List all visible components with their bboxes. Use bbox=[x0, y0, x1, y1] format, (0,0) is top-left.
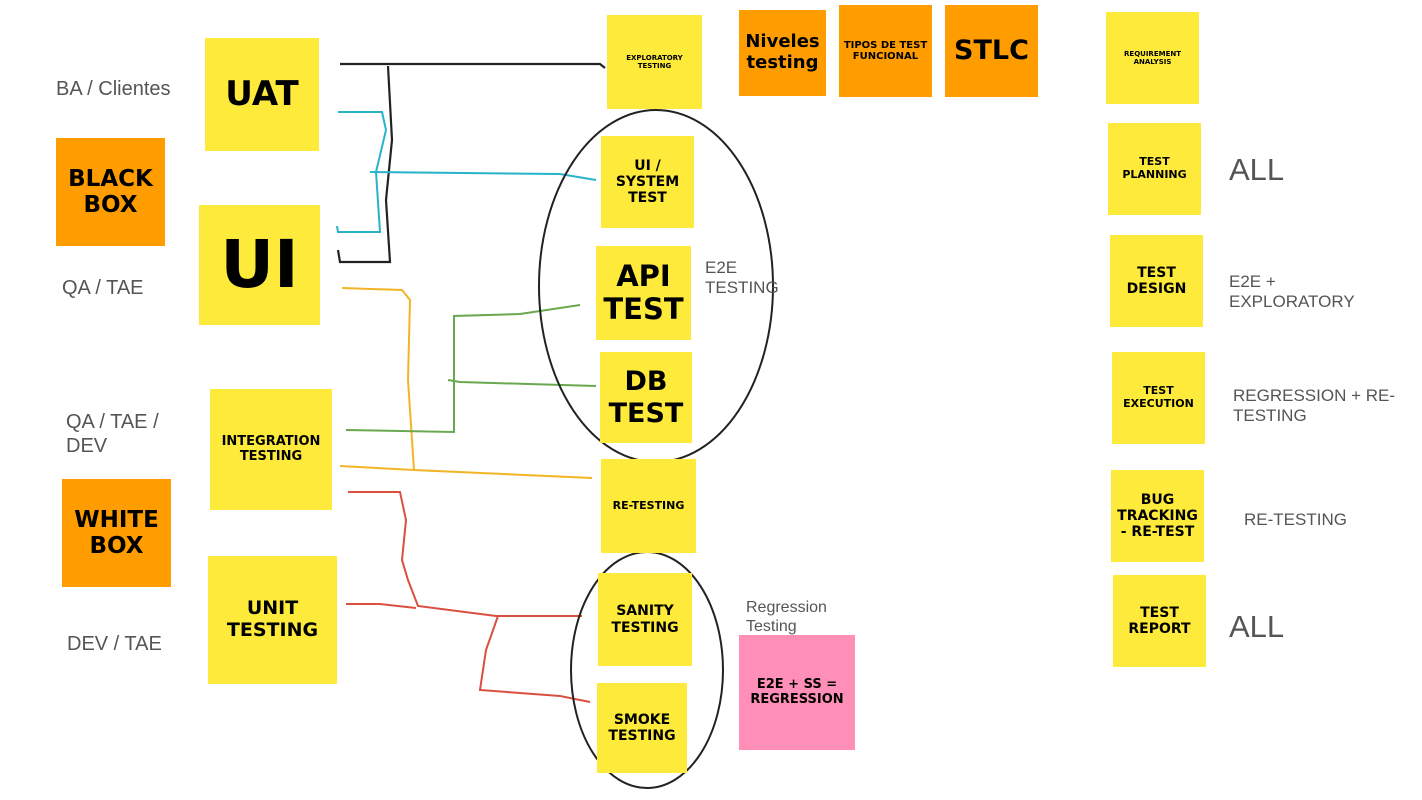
connector-green-db bbox=[447, 379, 597, 387]
note-niveles-testing[interactable]: Niveles testing bbox=[739, 10, 826, 96]
note-test-planning[interactable]: TEST PLANNING bbox=[1108, 123, 1201, 215]
note-black-box[interactable]: BLACK BOX bbox=[56, 138, 165, 246]
note-ui-system-test[interactable]: UI / SYSTEM TEST bbox=[601, 136, 694, 228]
note-e2e-ss-regression[interactable]: E2E + SS = REGRESSION bbox=[739, 635, 855, 750]
label-e2e-testing: E2E TESTING bbox=[705, 258, 779, 298]
label-qa-tae-dev: QA / TAE / DEV bbox=[66, 411, 159, 457]
note-api-test[interactable]: API TEST bbox=[596, 246, 691, 340]
note-requirement-analysis[interactable]: REQUIREMENT ANALYSIS bbox=[1106, 12, 1199, 104]
label-all-1: ALL bbox=[1229, 152, 1285, 187]
connector-ui-bracket bbox=[336, 65, 394, 264]
connector-orange-integration bbox=[339, 465, 415, 471]
note-test-execution[interactable]: TEST EXECUTION bbox=[1112, 352, 1205, 444]
connector-red-unit2 bbox=[346, 603, 417, 609]
note-tipos-de-test-funcional[interactable]: TIPOS DE TEST FUNCIONAL bbox=[839, 5, 932, 97]
note-test-design[interactable]: TEST DESIGN bbox=[1110, 235, 1203, 327]
label-dev-tae: DEV / TAE bbox=[67, 633, 162, 655]
note-white-box[interactable]: WHITE BOX bbox=[62, 479, 171, 587]
note-unit-testing[interactable]: UNIT TESTING bbox=[208, 556, 337, 684]
note-ui[interactable]: UI bbox=[199, 205, 320, 325]
label-regression-testing: Regression Testing bbox=[746, 599, 827, 636]
label-qa-tae: QA / TAE bbox=[62, 277, 144, 299]
note-re-testing[interactable]: RE-TESTING bbox=[601, 459, 696, 553]
note-integration-testing[interactable]: INTEGRATION TESTING bbox=[210, 389, 332, 510]
label-ba-clientes: BA / Clientes bbox=[56, 78, 171, 100]
connector-uat-exploratory bbox=[340, 62, 606, 69]
label-all-2: ALL bbox=[1229, 609, 1285, 644]
note-smoke-testing[interactable]: SMOKE TESTING bbox=[597, 683, 687, 773]
connector-red-smoke bbox=[478, 615, 591, 703]
connector-red-unit bbox=[348, 491, 582, 617]
connector-green-api bbox=[345, 304, 581, 434]
label-e2e-exploratory: E2E + EXPLORATORY bbox=[1229, 272, 1355, 312]
note-bug-tracking-re-test[interactable]: BUG TRACKING - RE-TEST bbox=[1111, 470, 1204, 562]
note-sanity-testing[interactable]: SANITY TESTING bbox=[598, 573, 692, 666]
label-re-testing: RE-TESTING bbox=[1244, 510, 1347, 529]
note-stlc[interactable]: STLC bbox=[945, 5, 1038, 97]
label-regression-retesting: REGRESSION + RE- TESTING bbox=[1233, 386, 1396, 426]
connector-orange bbox=[341, 287, 593, 479]
note-test-report[interactable]: TEST REPORT bbox=[1113, 575, 1206, 667]
note-exploratory-testing[interactable]: EXPLORATORY TESTING bbox=[607, 15, 702, 109]
note-uat[interactable]: UAT bbox=[205, 38, 319, 151]
connector-teal-ui-system bbox=[369, 171, 597, 181]
note-db-test[interactable]: DB TEST bbox=[600, 352, 692, 443]
